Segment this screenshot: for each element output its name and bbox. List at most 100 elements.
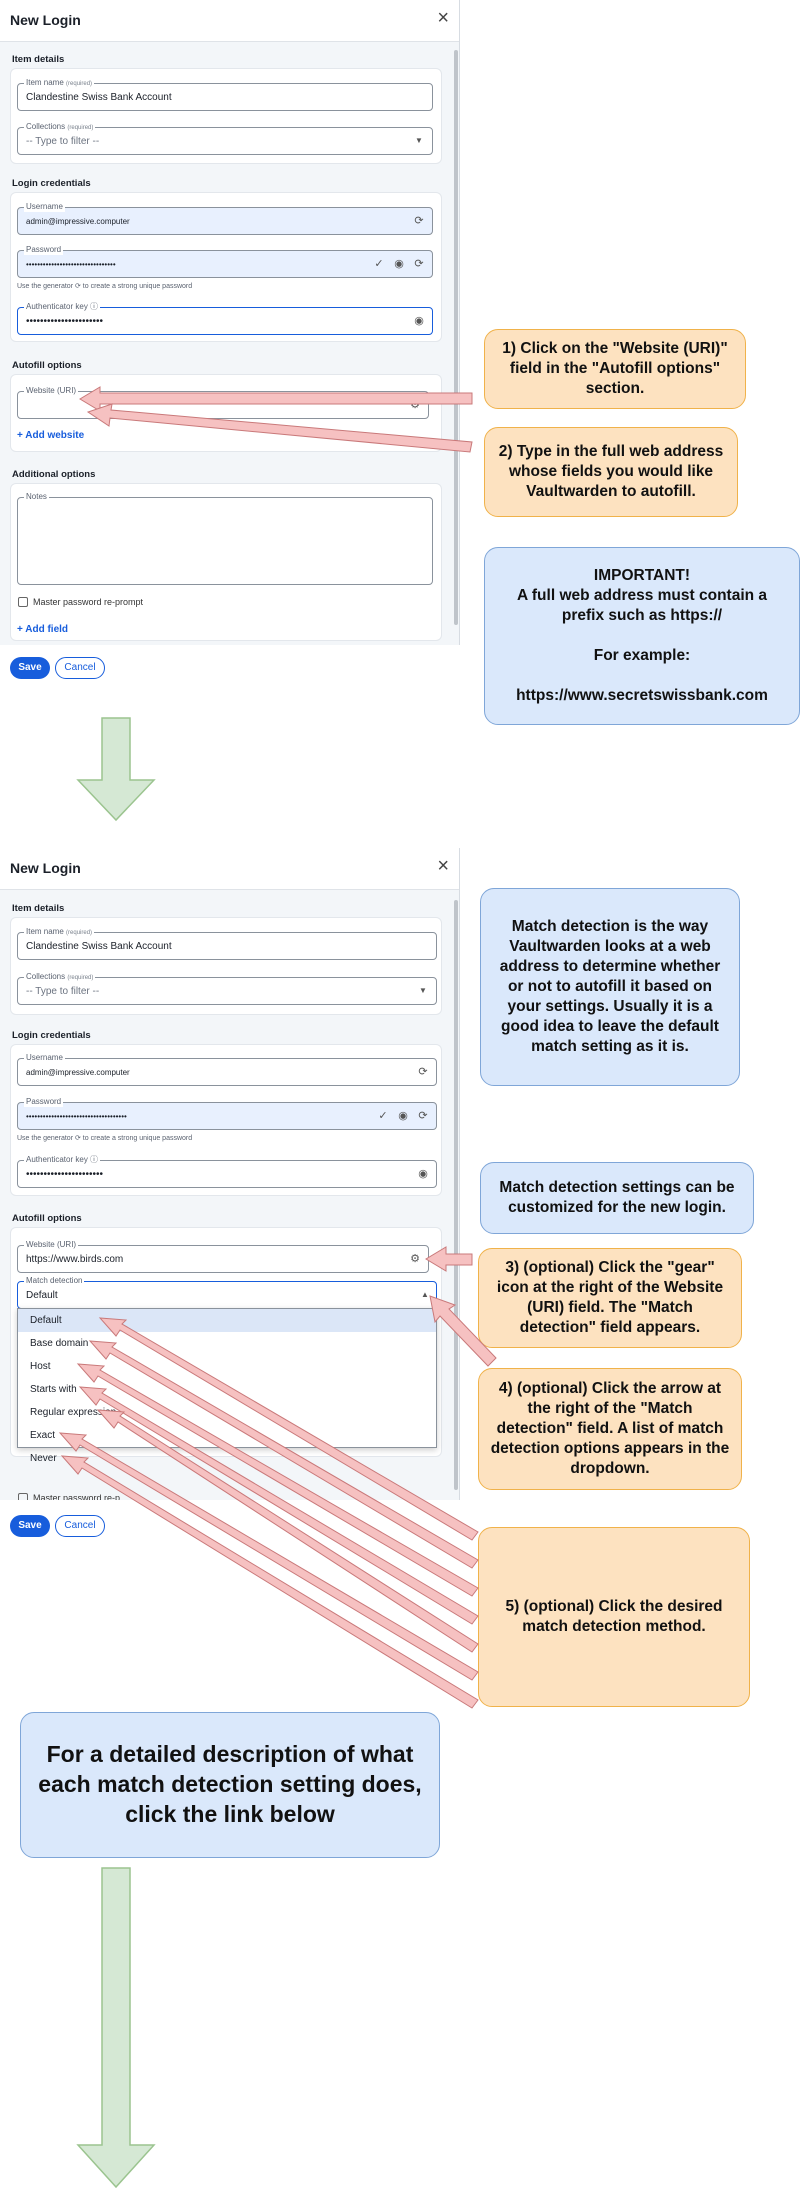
- down-arrow-2: [76, 1867, 156, 2189]
- dialog-title: New Login: [10, 860, 81, 876]
- collections-label: Collections: [26, 972, 66, 981]
- website-value: https://www.birds.com: [26, 1254, 124, 1265]
- reprompt-label: Master password re-prompt: [33, 597, 144, 607]
- option-default[interactable]: Default: [18, 1309, 436, 1332]
- section-login-credentials: Login credentials: [12, 178, 91, 189]
- password-value: ••••••••••••••••••••••••••••••••••••: [26, 1112, 127, 1121]
- item-name-value: Clandestine Swiss Bank Account: [26, 941, 172, 952]
- generator-hint: Use the generator ⟳ to create a strong u…: [17, 283, 193, 290]
- chevron-down-icon[interactable]: ▼: [419, 986, 427, 995]
- section-additional-options: Additional options: [12, 469, 96, 480]
- chevron-up-icon[interactable]: ▲: [421, 1290, 429, 1299]
- option-never[interactable]: Never: [30, 1453, 57, 1464]
- website-uri-field[interactable]: Website (URI) ⚙: [17, 386, 429, 419]
- notes-label: Notes: [24, 492, 49, 502]
- gear-icon[interactable]: ⚙: [410, 1253, 420, 1265]
- option-regular-expression[interactable]: Regular expression: [30, 1407, 117, 1418]
- dialog-header: New Login ×: [0, 848, 459, 890]
- callout-customize: Match detection settings can be customiz…: [480, 1162, 754, 1234]
- callout-step-5: 5) (optional) Click the desired match de…: [478, 1527, 750, 1707]
- callout-step-3: 3) (optional) Click the "gear" icon at t…: [478, 1248, 742, 1348]
- chevron-down-icon[interactable]: ▼: [415, 136, 423, 145]
- username-value: admin@impressive.computer: [26, 1068, 130, 1077]
- save-button[interactable]: Save: [10, 1515, 50, 1537]
- dialog-title: New Login: [10, 12, 81, 28]
- match-detection-value: Default: [26, 1290, 58, 1301]
- eye-icon[interactable]: ◉: [394, 258, 404, 270]
- section-item-details: Item details: [12, 54, 65, 65]
- authenticator-label: Authenticator key ⓘ: [24, 1155, 101, 1165]
- eye-icon[interactable]: ◉: [418, 1168, 428, 1180]
- section-item-details: Item details: [12, 903, 65, 914]
- callout-match-detection-info: Match detection is the way Vaultwarden l…: [480, 888, 740, 1086]
- item-name-field[interactable]: Item name (required) Clandestine Swiss B…: [17, 78, 433, 111]
- refresh-icon[interactable]: ⟳: [414, 215, 424, 227]
- collections-field[interactable]: Collections (required) -- Type to filter…: [17, 972, 437, 1005]
- scrollbar[interactable]: [454, 900, 458, 1490]
- down-arrow-1: [76, 717, 156, 822]
- password-label: Password: [24, 1097, 64, 1107]
- password-field[interactable]: Password •••••••••••••••••••••••••••••••…: [17, 245, 433, 278]
- authenticator-value: ••••••••••••••••••••••: [26, 316, 104, 327]
- item-name-label: Item name: [26, 78, 64, 87]
- callout-step-2: 2) Type in the full web address whose fi…: [484, 427, 738, 517]
- collections-label: Collections: [26, 122, 66, 131]
- close-icon[interactable]: ×: [437, 7, 449, 29]
- section-autofill-options: Autofill options: [12, 1213, 82, 1224]
- refresh-icon[interactable]: ⟳: [418, 1066, 428, 1078]
- item-name-field[interactable]: Item name (required) Clandestine Swiss B…: [17, 927, 437, 960]
- cancel-button[interactable]: Cancel: [55, 657, 105, 679]
- master-password-reprompt[interactable]: Master password re-prompt: [18, 597, 143, 607]
- check-circle-icon[interactable]: ✓: [378, 1110, 388, 1122]
- match-detection-dropdown[interactable]: Default Base domain Host Starts with Reg…: [17, 1308, 437, 1464]
- callout-important: IMPORTANT! A full web address must conta…: [484, 547, 800, 725]
- refresh-icon[interactable]: ⟳: [414, 258, 424, 270]
- option-base-domain[interactable]: Base domain: [30, 1338, 89, 1349]
- password-label: Password: [24, 245, 64, 255]
- save-button[interactable]: Save: [10, 657, 50, 679]
- authenticator-key-field[interactable]: Authenticator key ⓘ ••••••••••••••••••••…: [17, 302, 433, 335]
- dialog-header: New Login ×: [0, 0, 459, 42]
- website-uri-field[interactable]: Website (URI) https://www.birds.com ⚙: [17, 1240, 429, 1273]
- match-detection-label: Match detection: [24, 1276, 85, 1286]
- checkbox[interactable]: [18, 597, 28, 607]
- required-tag: (required): [66, 930, 93, 936]
- check-circle-icon[interactable]: ✓: [374, 258, 384, 270]
- required-tag: (required): [66, 81, 93, 87]
- add-field-button[interactable]: + Add field: [17, 624, 69, 635]
- option-exact[interactable]: Exact: [30, 1430, 56, 1441]
- refresh-icon[interactable]: ⟳: [418, 1110, 428, 1122]
- required-tag: (required): [67, 975, 94, 981]
- option-starts-with[interactable]: Starts with: [30, 1384, 77, 1395]
- authenticator-key-field[interactable]: Authenticator key ⓘ ••••••••••••••••••••…: [17, 1155, 437, 1188]
- website-label: Website (URI): [24, 1240, 79, 1250]
- add-website-button[interactable]: + Add website: [17, 430, 85, 441]
- username-value: admin@impressive.computer: [26, 217, 130, 226]
- website-label: Website (URI): [24, 386, 79, 396]
- username-label: Username: [24, 1053, 65, 1063]
- section-login-credentials: Login credentials: [12, 1030, 91, 1041]
- callout-step-1: 1) Click on the "Website (URI)" field in…: [484, 329, 746, 409]
- generator-hint: Use the generator ⟳ to create a strong u…: [17, 1135, 193, 1142]
- cancel-button[interactable]: Cancel: [55, 1515, 105, 1537]
- notes-field[interactable]: Notes: [17, 492, 433, 585]
- gear-icon[interactable]: ⚙: [410, 399, 420, 411]
- scrollbar[interactable]: [454, 50, 458, 625]
- authenticator-value: ••••••••••••••••••••••: [26, 1169, 104, 1180]
- authenticator-label: Authenticator key ⓘ: [24, 302, 101, 312]
- close-icon[interactable]: ×: [437, 855, 449, 877]
- item-name-label: Item name: [26, 927, 64, 936]
- password-value: ••••••••••••••••••••••••••••••••: [26, 260, 116, 269]
- collections-field[interactable]: Collections (required) -- Type to filter…: [17, 122, 433, 155]
- option-host[interactable]: Host: [30, 1361, 51, 1372]
- username-field[interactable]: Username admin@impressive.computer ⟳: [17, 1053, 437, 1086]
- username-label: Username: [24, 202, 65, 212]
- collections-placeholder: -- Type to filter --: [26, 986, 100, 997]
- eye-icon[interactable]: ◉: [398, 1110, 408, 1122]
- username-field[interactable]: Username admin@impressive.computer ⟳: [17, 202, 433, 235]
- callout-detailed-description: For a detailed description of what each …: [20, 1712, 440, 1858]
- eye-icon[interactable]: ◉: [414, 315, 424, 327]
- password-field[interactable]: Password •••••••••••••••••••••••••••••••…: [17, 1097, 437, 1130]
- callout-step-4: 4) (optional) Click the arrow at the rig…: [478, 1368, 742, 1490]
- match-detection-field[interactable]: Match detection Default ▲: [17, 1276, 437, 1309]
